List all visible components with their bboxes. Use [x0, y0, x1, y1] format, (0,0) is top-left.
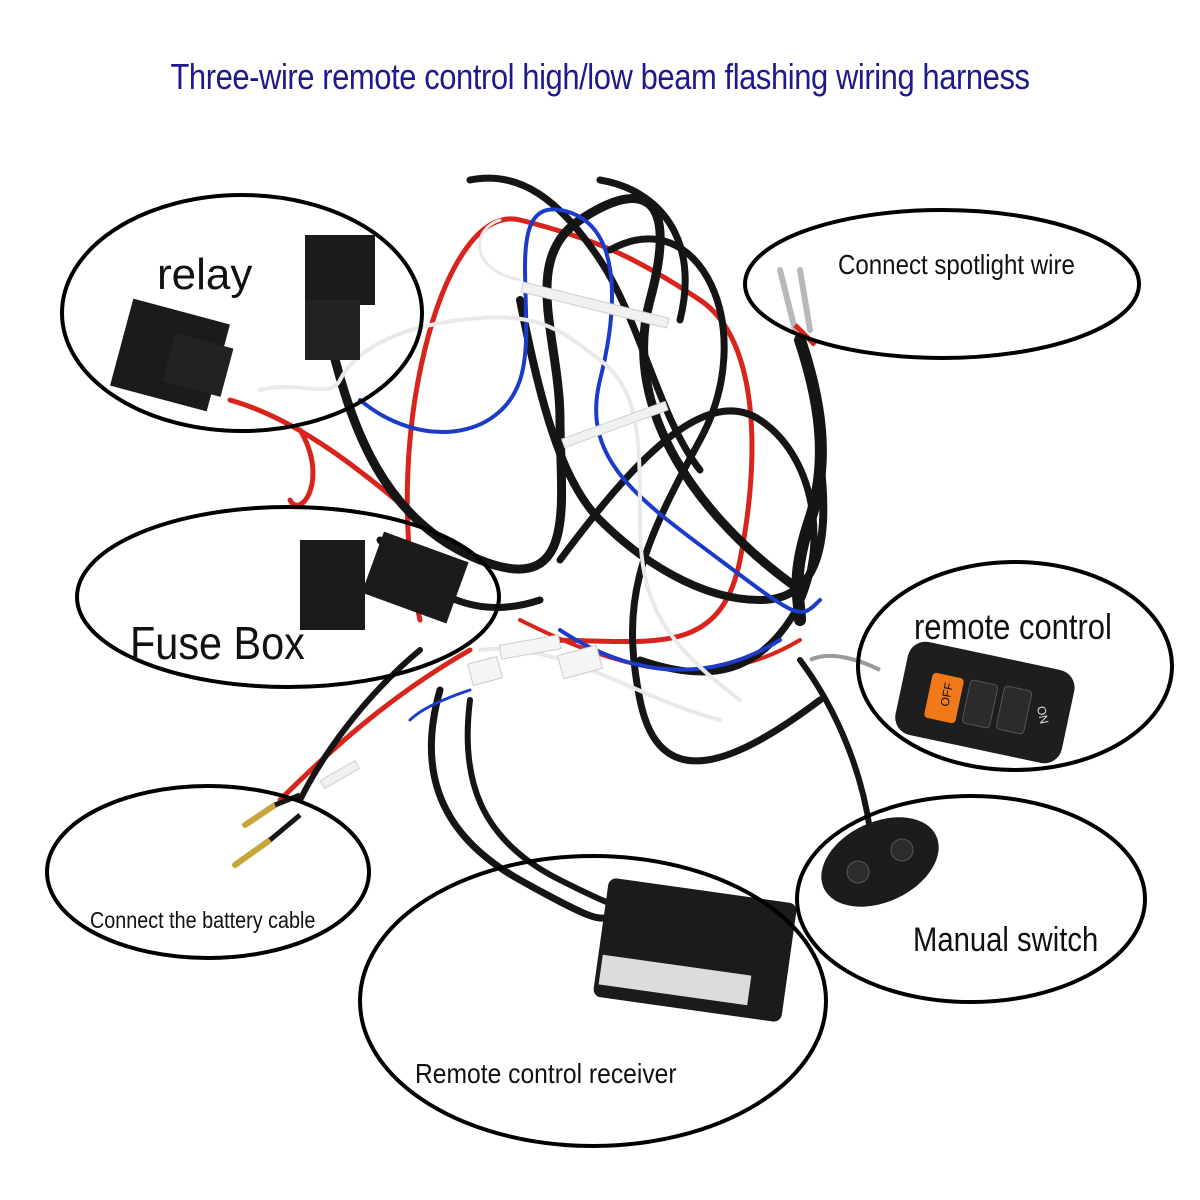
blue-wire: [558, 628, 782, 672]
remote-on-label: ON: [1034, 705, 1051, 726]
spotlight-callout: [743, 208, 1141, 360]
relay-block: [305, 235, 375, 305]
black-wire: [596, 176, 689, 324]
black-wire: [556, 407, 818, 676]
black-wire: [325, 194, 805, 595]
red-wire: [404, 216, 755, 645]
black-wire: [464, 697, 623, 908]
remote-receiver-box: [593, 878, 797, 1022]
remote-flash-button: [995, 685, 1033, 735]
spotlight-terminals: [777, 267, 817, 347]
black-wire: [466, 174, 704, 474]
cable-tie: [520, 281, 670, 329]
receiver-label: Remote control receiver: [415, 1058, 677, 1089]
black-wire: [297, 647, 423, 803]
remote-control-callout: [856, 560, 1174, 772]
fuse-holder: [300, 540, 365, 630]
relay-callout: [60, 193, 424, 433]
remote-control-label: remote control: [914, 606, 1112, 647]
remote-off-button: [924, 672, 964, 724]
blue-wire: [408, 688, 472, 722]
relay-label: relay: [157, 250, 253, 299]
page-title: Three-wire remote control high/low beam …: [170, 56, 1030, 97]
remote-off-label: OFF: [937, 681, 956, 707]
manual-switch-label: Manual switch: [913, 921, 1099, 959]
manual-switch: [821, 817, 939, 907]
relay-block: [162, 333, 234, 397]
battery-callout: [45, 784, 371, 960]
fuse-box-label: Fuse Box: [130, 617, 305, 669]
battery-terminals: [232, 792, 302, 868]
white-wire: [258, 315, 742, 702]
manual-switch-callout: [795, 794, 1147, 1004]
callout-outlines: [45, 193, 1174, 1148]
cable-tie: [560, 400, 669, 449]
plug-connectors: [467, 634, 604, 687]
spotlight-wire-label: Connect spotlight wire: [838, 249, 1075, 280]
blue-wire: [358, 207, 822, 614]
remote-flash-button: [961, 679, 999, 729]
white-wire: [478, 218, 522, 282]
battery-cable-label: Connect the battery cable: [90, 907, 316, 933]
relay-connectors: [110, 235, 375, 412]
harness-wires: [227, 174, 873, 922]
receiver-callout: [358, 854, 828, 1148]
cable-tie: [319, 759, 361, 790]
relay-block: [305, 300, 360, 360]
red-wire: [287, 427, 316, 508]
red-wire: [277, 647, 473, 803]
remote-control-fob: OFF ON: [809, 641, 1075, 764]
black-wire: [516, 296, 828, 605]
black-wire: [797, 657, 873, 833]
fuse-holder: [361, 531, 469, 624]
fuse-box-connectors: [300, 531, 469, 630]
black-wire: [791, 334, 827, 626]
fuse-box-callout: [75, 505, 501, 689]
